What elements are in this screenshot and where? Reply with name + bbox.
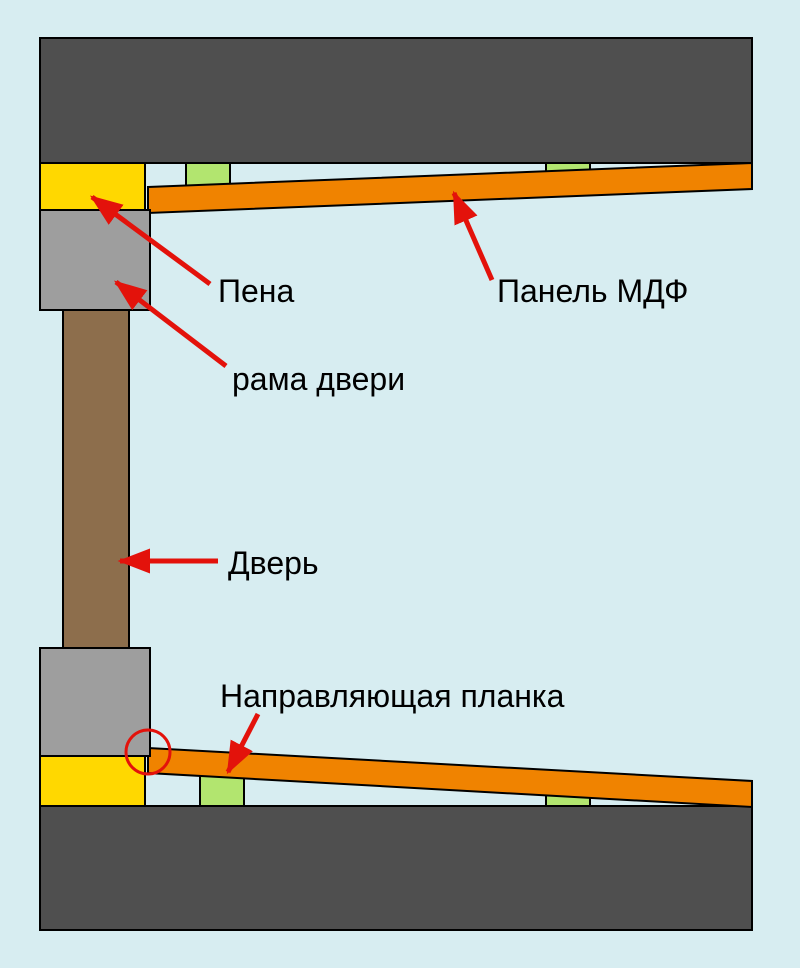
- highlight-circle: [124, 728, 172, 776]
- guide-strip-arrow: [225, 712, 261, 775]
- guide-strip-label: Направляющая планка: [220, 678, 565, 714]
- foam-arrow: [89, 194, 212, 287]
- mdf-panel-bottom: [147, 746, 753, 809]
- mdf-panel-label: Панель МДФ: [497, 273, 688, 309]
- wall-top: [39, 37, 753, 164]
- foam-block-bottom: [39, 755, 146, 807]
- door-label: Дверь: [228, 545, 319, 581]
- foam-label: Пена: [218, 273, 294, 309]
- foam-block-top: [39, 162, 146, 211]
- door-frame-bottom: [39, 647, 151, 757]
- door-leaf: [62, 309, 130, 649]
- wall-bottom: [39, 805, 753, 931]
- mdf-panel-top: [147, 161, 753, 215]
- door-frame-label: рама двери: [232, 361, 405, 397]
- mdf-panel-arrow: [451, 190, 495, 282]
- door-frame-arrow: [114, 280, 228, 368]
